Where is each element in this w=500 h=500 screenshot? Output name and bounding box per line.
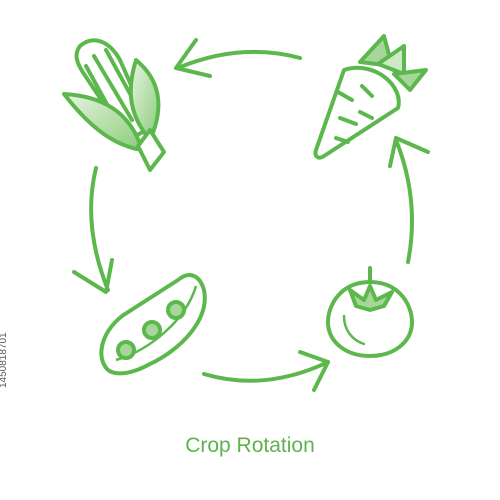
arrow-pea-to-tomato xyxy=(202,350,330,392)
stock-id-label: 1450818701 xyxy=(0,332,9,388)
corn-icon xyxy=(62,38,166,172)
carrot-icon xyxy=(313,34,428,160)
arrow-tomato-to-carrot xyxy=(388,136,430,264)
arrow-corn-to-pea xyxy=(72,166,114,294)
tomato-icon xyxy=(326,266,414,358)
title-caption: Crop Rotation xyxy=(185,434,315,457)
pea-pod-icon xyxy=(99,273,207,376)
arrow-carrot-to-corn xyxy=(174,38,302,78)
